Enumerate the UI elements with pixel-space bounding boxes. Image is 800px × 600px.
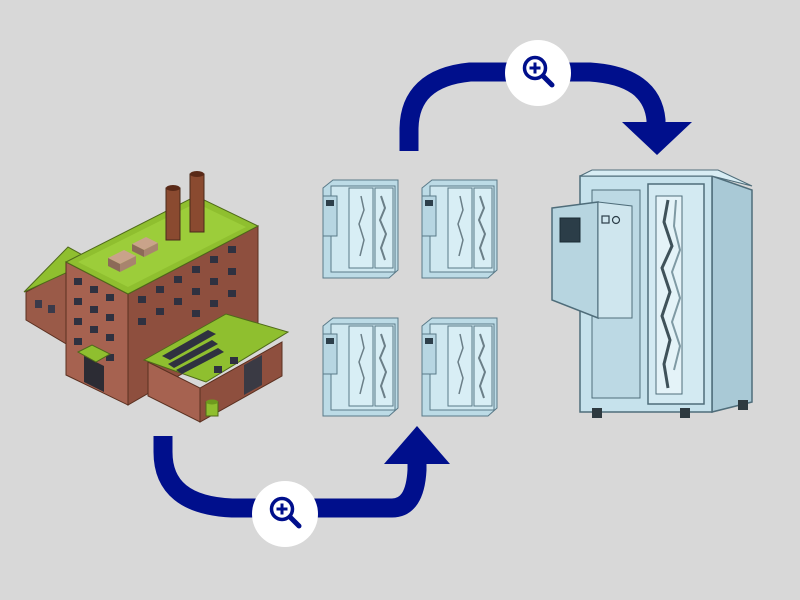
cabinet-icon bbox=[421, 317, 498, 417]
cabinet-icon bbox=[421, 179, 498, 279]
zoom-in-icon bbox=[252, 481, 318, 547]
curved-arrow-icon bbox=[153, 426, 450, 518]
factory-icon bbox=[23, 171, 290, 423]
curved-arrow-icon bbox=[399, 62, 692, 155]
cabinet-group bbox=[322, 179, 498, 417]
cabinet-icon bbox=[322, 179, 399, 279]
cabinet-large bbox=[551, 169, 753, 418]
zoom-in-icon bbox=[505, 40, 571, 106]
cabinet-icon bbox=[322, 317, 399, 417]
